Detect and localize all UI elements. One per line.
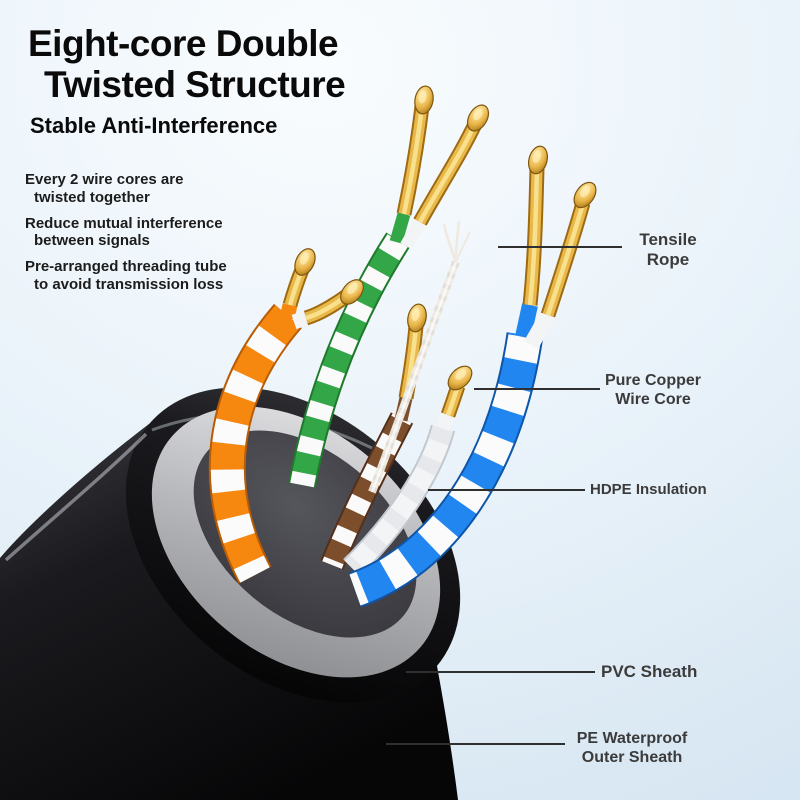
callout-text: Rope — [646, 250, 690, 270]
green-white-stub — [400, 218, 426, 250]
pvc-sheath-leader-line — [406, 671, 595, 673]
pure-copper-leader-line — [474, 388, 600, 390]
copper-tip-gleam — [455, 369, 467, 380]
copper-highlight — [527, 167, 540, 306]
hdpe-insulation-leader-line — [428, 489, 585, 491]
feature-list: Every 2 wire cores are twisted together … — [25, 172, 227, 303]
title-line2: Twisted Structure — [44, 63, 346, 105]
copper-tip-gleam — [473, 108, 483, 121]
copper-core-tip — [573, 181, 597, 209]
rope-fray-strand — [442, 223, 458, 263]
hdpe-insulation-label: HDPE Insulation — [590, 481, 730, 499]
blue-copper-branch — [522, 167, 545, 306]
rope-fray-strand — [454, 220, 461, 263]
copper-highlight — [545, 202, 586, 316]
copper-core-tip — [414, 85, 434, 115]
pe-waterproof-leader-line — [386, 743, 565, 745]
feature-text: to avoid transmission loss — [34, 275, 224, 293]
copper-highlight — [418, 121, 479, 224]
blue-white-copper-branch — [540, 201, 591, 318]
blue-white-stub — [524, 311, 555, 349]
feature-text: twisted together — [34, 188, 150, 206]
callout-text: Tensile — [639, 230, 697, 249]
pvc-sheath-label: PVC Sheath — [601, 662, 721, 682]
subtitle: Stable Anti-Interference — [30, 113, 278, 139]
copper-core-tip — [527, 145, 549, 175]
copper-tip-gleam — [411, 308, 420, 322]
feature-text: Reduce mutual interference — [25, 214, 223, 232]
white-stub — [436, 412, 455, 431]
copper-core-tip — [407, 303, 427, 333]
jacket-sheen — [4, 432, 148, 562]
callout-text: Outer Sheath — [581, 748, 683, 766]
feature-text: Every 2 wire cores are — [25, 171, 184, 188]
copper-core-tip — [340, 279, 364, 305]
callout-text: HDPE Insulation — [590, 481, 707, 498]
copper-tip-gleam — [299, 252, 310, 265]
rope-highlight — [370, 261, 458, 493]
green-pair-twist-stripes — [290, 233, 409, 488]
tensile-rope-label: Tensile Rope — [618, 230, 718, 270]
pure-copper-label: Pure Copper Wire Core — [598, 372, 708, 410]
feature-item: Reduce mutual interference between signa… — [25, 214, 227, 250]
copper-core-tip — [447, 365, 473, 391]
feature-item: Every 2 wire cores are twisted together — [25, 172, 227, 206]
feature-item: Pre-arranged threading tube to avoid tra… — [25, 259, 227, 293]
callout-text: PVC Sheath — [601, 662, 698, 681]
copper-core-tip — [294, 248, 316, 276]
white-copper-branch — [440, 383, 466, 418]
pe-waterproof-label: PE Waterproof Outer Sheath — [566, 730, 698, 768]
copper-highlight — [401, 105, 425, 215]
orange-pair-twist-stripes — [210, 305, 301, 583]
callout-text: Pure Copper — [604, 372, 701, 389]
blue-pair-wire — [348, 145, 597, 608]
feature-text: between signals — [34, 232, 150, 250]
title-block: Eight-core Double Twisted Structure Stab… — [28, 23, 346, 139]
tensile-rope-leader-line — [498, 246, 622, 248]
callout-text: PE Waterproof — [576, 730, 688, 747]
white-hdpe-wire — [343, 365, 473, 577]
tensile-rope — [368, 220, 471, 494]
green-white-copper-branch — [413, 118, 483, 226]
green-pair-wire — [288, 85, 490, 488]
rope-fray-strand — [455, 231, 471, 263]
white-wire-twist-stripes — [344, 425, 454, 576]
green-copper-branch — [396, 105, 430, 216]
orange-stub — [279, 303, 298, 320]
blue-stub — [515, 303, 538, 339]
copper-core-tip — [466, 104, 490, 132]
copper-tip-gleam — [418, 90, 427, 104]
copper-tip-gleam — [580, 185, 591, 198]
orange-white-stub — [291, 310, 309, 330]
orange-pair-wire — [208, 248, 364, 584]
title-line1: Eight-core Double — [28, 23, 339, 64]
green-stub — [389, 212, 411, 244]
copper-tip-gleam — [532, 150, 542, 163]
copper-tip-gleam — [347, 282, 358, 295]
callout-text: Wire Core — [615, 390, 691, 408]
blue-pair-twist-stripes — [349, 332, 542, 606]
feature-text: Pre-arranged threading tube — [25, 258, 227, 275]
